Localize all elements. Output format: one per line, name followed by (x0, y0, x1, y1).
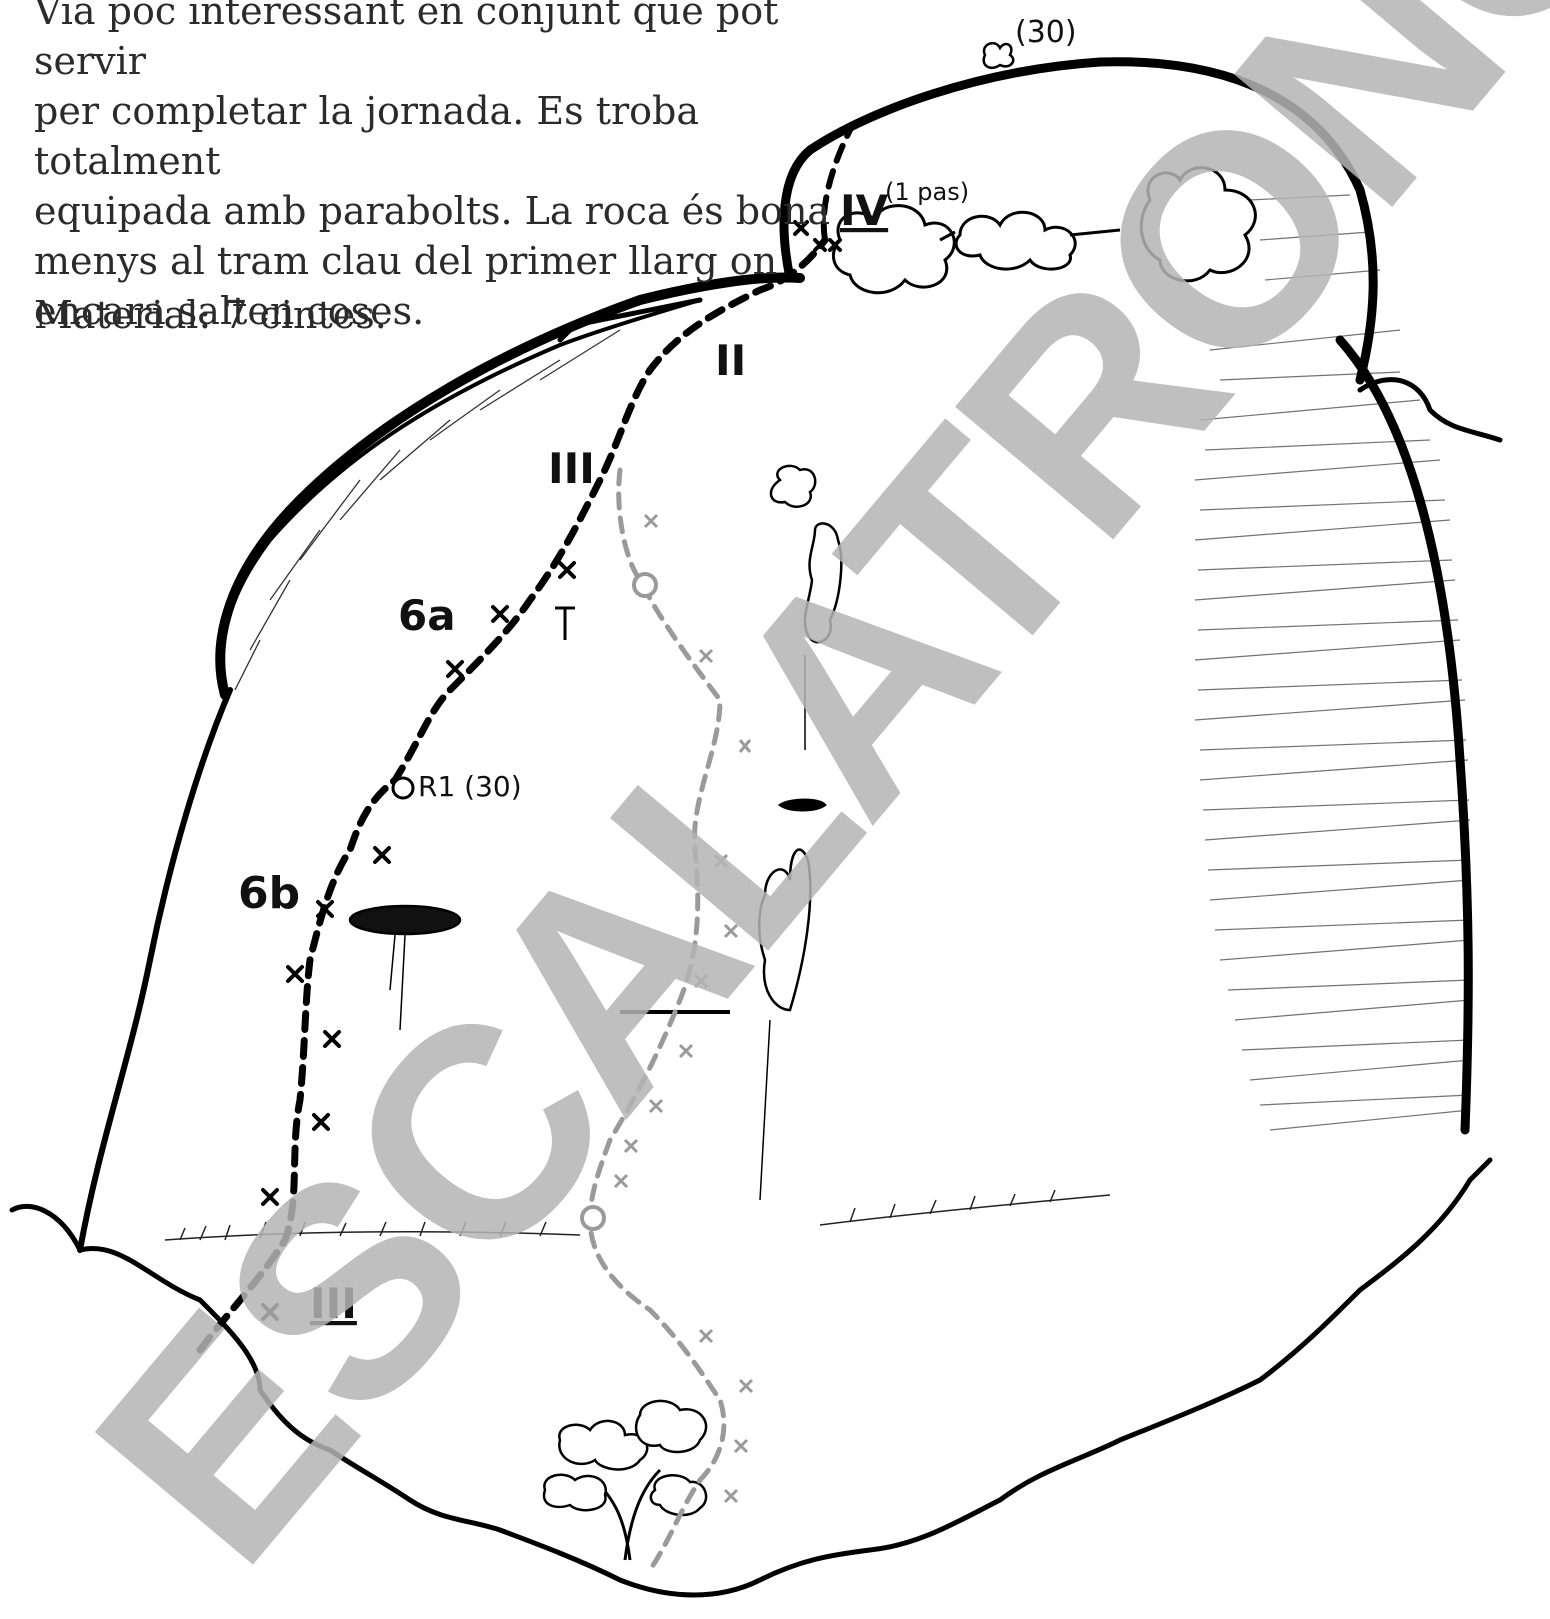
belay-r1-marker (393, 778, 413, 798)
grade-upper-slab: II (715, 336, 746, 385)
belay-r1-label: R1 (30) (418, 770, 522, 803)
description-line: per completar la jornada. Es troba total… (34, 86, 854, 186)
tree (544, 1401, 706, 1560)
grade-first-pitch-top: 6a (398, 591, 456, 640)
material-note: Material: 7 cintes. (34, 290, 387, 340)
route-description: Via poc interessant en conjunt que pot s… (34, 0, 854, 336)
summit-anchor (984, 43, 1014, 68)
summit-anchor-label: (30) (1015, 15, 1077, 50)
grade-first-pitch-crux: 6b (238, 868, 300, 919)
description-line: equipada amb parabolts. La roca és bona (34, 186, 854, 236)
description-line: menys al tram clau del primer llarg on (34, 236, 854, 286)
grade-upper: III (548, 444, 595, 493)
description-line: Via poc interessant en conjunt que pot s… (34, 0, 854, 86)
grade-summit-note: (1 pas) (885, 178, 969, 206)
